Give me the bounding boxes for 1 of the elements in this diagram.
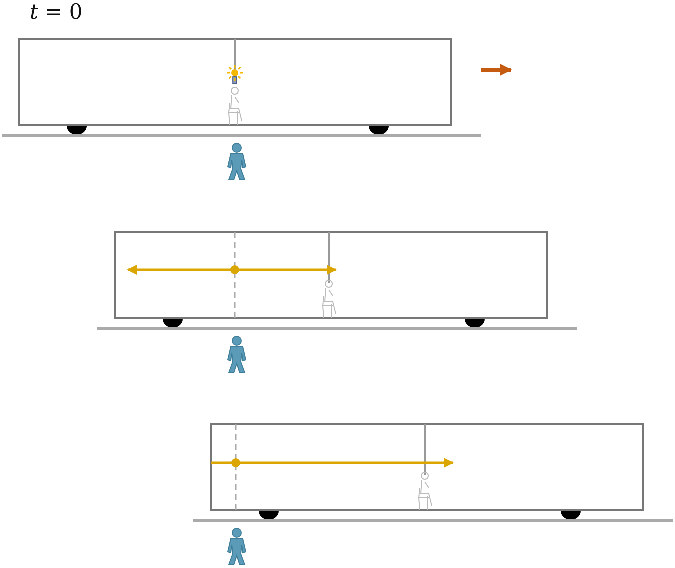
time-label: t = 0: [30, 0, 83, 24]
